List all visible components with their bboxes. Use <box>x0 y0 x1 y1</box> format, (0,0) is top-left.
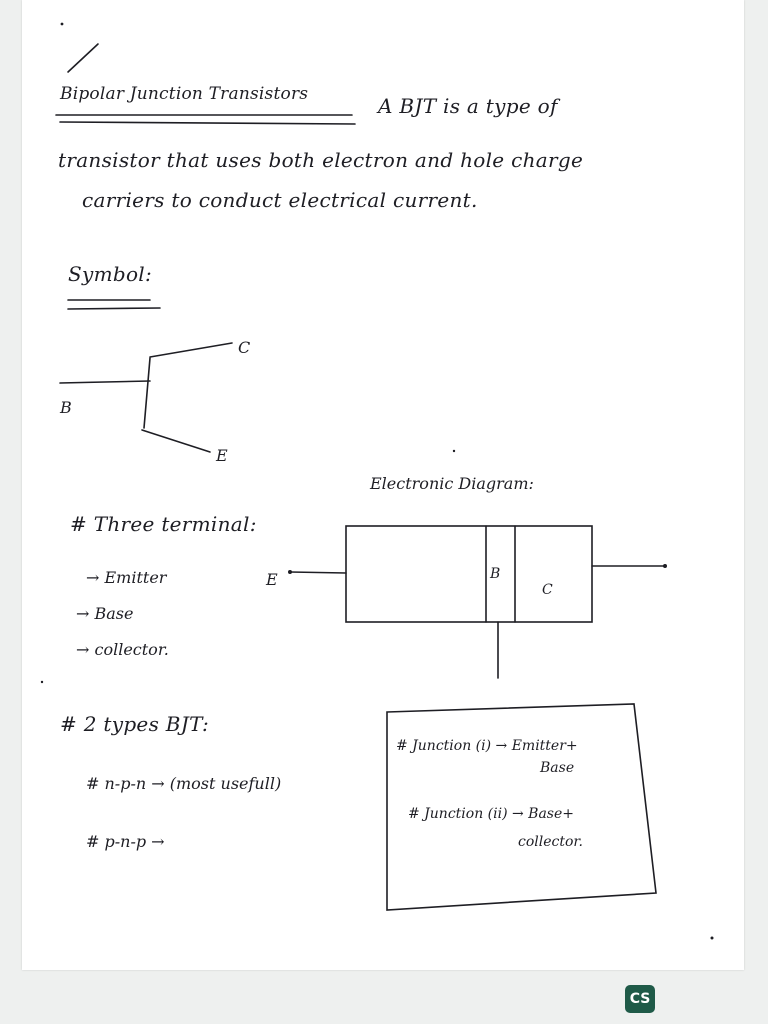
symbol-heading: Symbol: <box>68 262 153 286</box>
junction-1-line-2: Base <box>540 760 575 776</box>
junction-box <box>386 703 657 911</box>
diagram-collector-dot <box>663 564 667 568</box>
diagram-heading: Electronic Diagram: <box>370 474 534 493</box>
type-item-npn: # n-p-n → (most usefull) <box>86 774 282 793</box>
junction-2-line-2: collector. <box>518 834 584 850</box>
symbol-collector-lead <box>149 342 233 358</box>
heading-underline-2 <box>59 121 356 125</box>
terminals-heading: # Three terminal: <box>70 512 257 536</box>
camscanner-logo: CS <box>625 985 655 1013</box>
intro-line-3: carriers to conduct electrical current. <box>82 188 478 212</box>
notebook-page <box>22 0 744 970</box>
diagram-label-collector: C <box>542 582 553 598</box>
symbol-emitter-lead <box>141 429 211 453</box>
diagram-label-base: B <box>490 566 501 582</box>
terminal-item-base: → Base <box>76 604 134 623</box>
stray-stroke <box>67 43 99 73</box>
junction-1-line-1: # Junction (i) → Emitter+ <box>396 738 578 754</box>
type-item-pnp: # p-n-p → <box>86 832 165 851</box>
symbol-base-bar <box>143 357 151 429</box>
terminal-item-emitter: → Emitter <box>86 568 167 587</box>
intro-line-2: transistor that uses both electron and h… <box>58 148 584 172</box>
types-heading: # 2 types BJT: <box>60 712 210 736</box>
symbol-underline-2 <box>67 307 161 310</box>
terminal-item-collector: → collector. <box>76 640 169 659</box>
diagram-body <box>345 525 593 623</box>
symbol-label-emitter: E <box>216 446 228 465</box>
stray-dot-2 <box>452 449 456 453</box>
symbol-label-base: B <box>60 398 72 417</box>
diagram-emitter-dot <box>288 570 292 574</box>
symbol-base-lead <box>59 380 151 384</box>
page-heading: Bipolar Junction Transistors <box>60 84 309 104</box>
junction-2-line-1: # Junction (ii) → Base+ <box>408 806 575 822</box>
symbol-label-collector: C <box>238 338 251 357</box>
stray-dot <box>60 22 64 26</box>
stray-dot-3 <box>710 936 714 940</box>
stray-dot-4 <box>40 680 44 684</box>
diagram-label-emitter: E <box>266 570 278 589</box>
intro-line-1: A BJT is a type of <box>378 94 558 118</box>
diagram-emitter-lead <box>289 571 347 574</box>
